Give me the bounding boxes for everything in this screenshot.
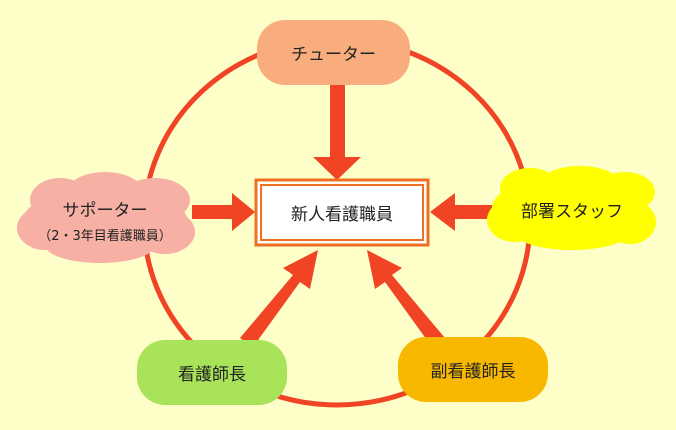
supporter-label: サポーター （2・3年目看護職員）: [20, 180, 190, 260]
deputy-label: 副看護師長: [398, 337, 548, 402]
staff-label: 部署スタッフ: [492, 170, 652, 248]
center-box-outer: [254, 178, 430, 247]
supporter-cloud: [17, 172, 195, 263]
tutor-label: チューター: [257, 20, 410, 85]
head-nurse-box: [137, 340, 287, 405]
staff-text: 部署スタッフ: [521, 201, 623, 222]
center-box-inner: [260, 184, 424, 241]
center-text: 新人看護職員: [291, 205, 393, 225]
deputy-text: 副看護師長: [430, 362, 516, 382]
deputy-box: [398, 337, 548, 402]
arrow-tutor-to-center: [313, 85, 361, 180]
supporter-text: サポーター: [62, 201, 148, 221]
arrow-staff-to-center: [430, 193, 492, 231]
arrow-supporter-to-center: [192, 193, 255, 231]
head-nurse-label: 看護師長: [137, 340, 287, 405]
arrow-deputy-to-center: [367, 250, 445, 347]
arrow-head-nurse-to-center: [240, 250, 318, 347]
supporter-subtext: （2・3年目看護職員）: [38, 229, 172, 244]
head-nurse-text: 看護師長: [178, 365, 246, 385]
staff-cloud: [487, 166, 656, 250]
tutor-text: チューター: [291, 45, 376, 65]
center-label: 新人看護職員: [256, 180, 428, 245]
tutor-box: [257, 20, 410, 85]
